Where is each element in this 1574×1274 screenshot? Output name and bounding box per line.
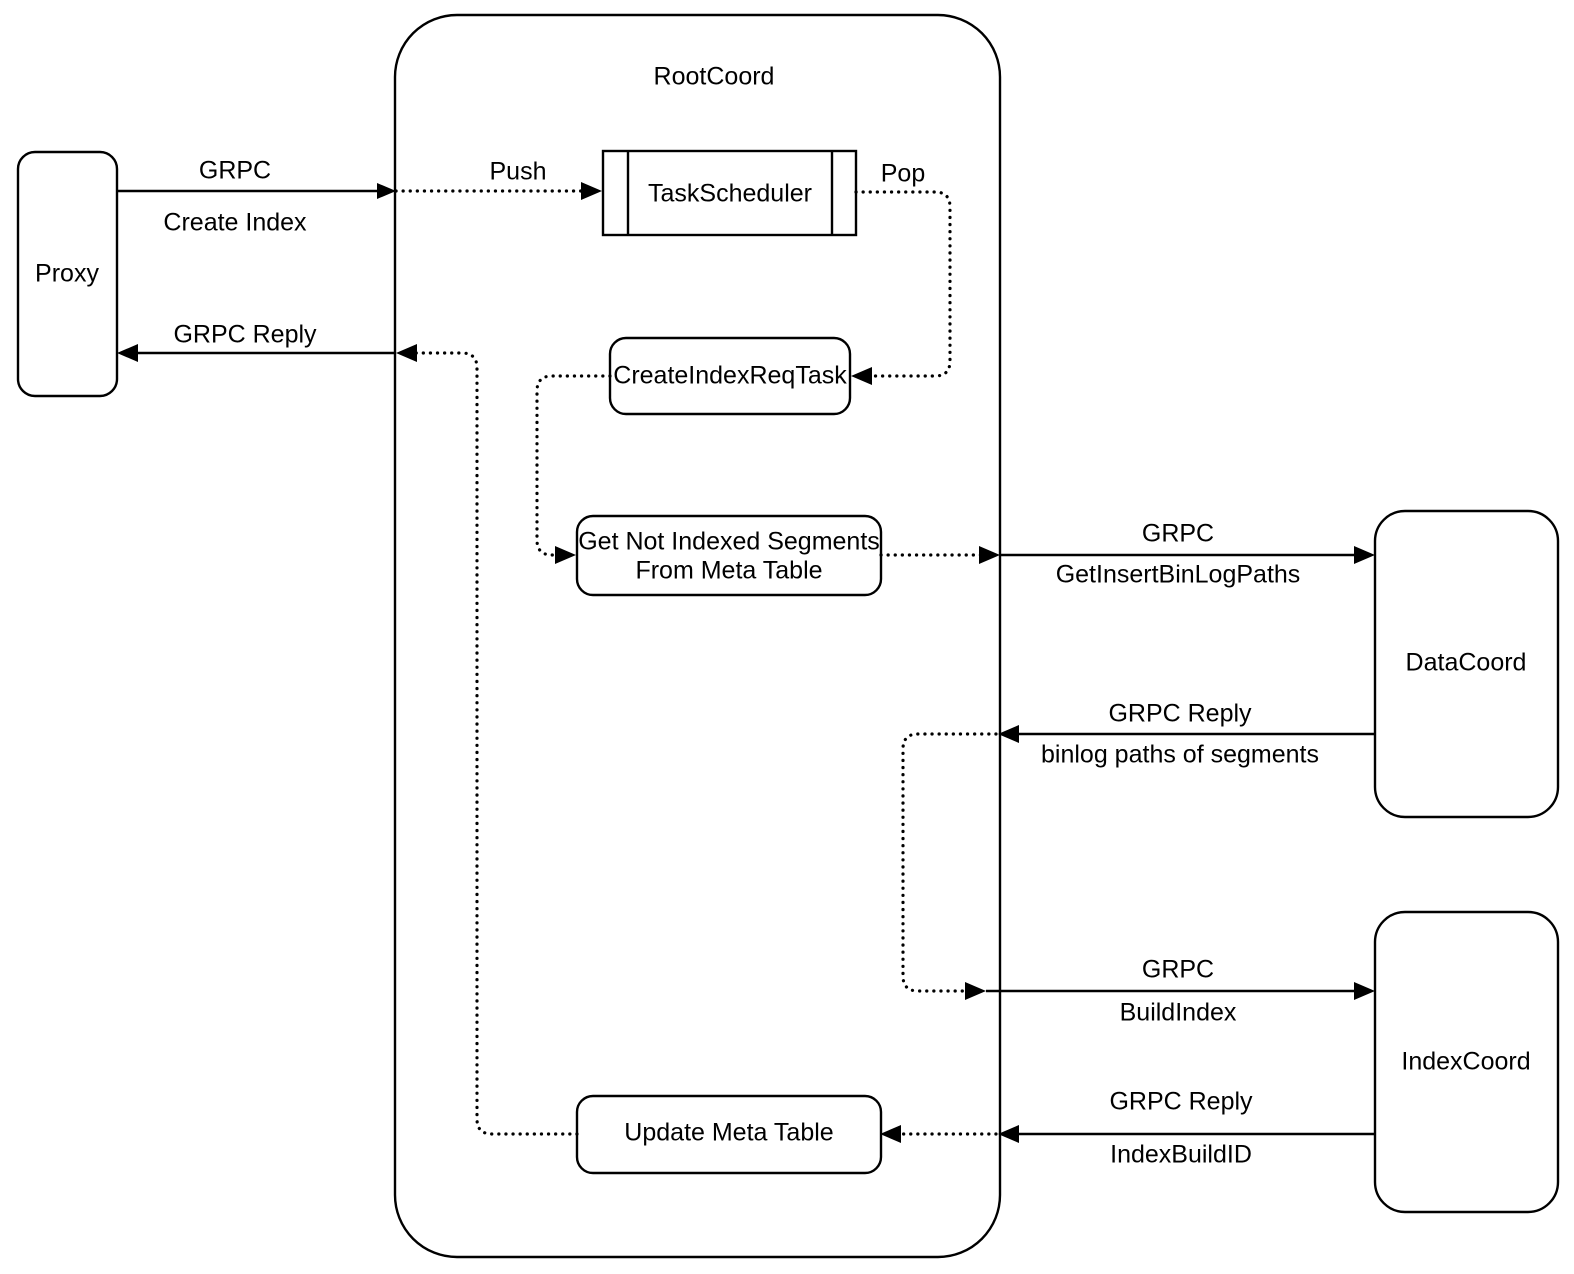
edge-pop-label: Pop bbox=[881, 160, 925, 188]
node-proxy[interactable]: Proxy bbox=[16, 150, 119, 398]
create-index-req-task-label: CreateIndexReqTask bbox=[613, 362, 847, 390]
task-scheduler-label: TaskScheduler bbox=[648, 180, 812, 208]
edge-task-to-get-segments-line bbox=[535, 374, 612, 557]
edge-indexcoord-to-rootcoord: GRPC Reply IndexBuildID bbox=[998, 1088, 1375, 1169]
rootcoord-container-shape bbox=[393, 13, 1002, 1259]
edge-rootcoord-to-proxy-label: GRPC Reply bbox=[173, 321, 317, 349]
node-update-meta-table[interactable]: Update Meta Table bbox=[575, 1094, 883, 1175]
index-coord-box[interactable] bbox=[1373, 910, 1560, 1214]
edge-pop-arrowhead bbox=[851, 367, 872, 385]
edge-datacoord-to-rootcoord: GRPC Reply binlog paths of segments bbox=[998, 700, 1375, 769]
edge-rootcoord-to-indexcoord-label-line1: GRPC bbox=[1142, 956, 1214, 984]
edge-rootcoord-to-datacoord: GRPC GetInsertBinLogPaths bbox=[1000, 520, 1375, 589]
edge-update-meta-table-to-reply-arrowhead bbox=[396, 344, 417, 362]
node-data-coord[interactable]: DataCoord bbox=[1373, 509, 1560, 819]
edge-update-meta-table-to-reply-line bbox=[412, 351, 579, 1136]
edge-proxy-to-rootcoord: GRPC Create Index bbox=[117, 157, 396, 237]
proxy-label: Proxy bbox=[35, 260, 99, 288]
edge-push-arrowhead bbox=[581, 182, 602, 200]
edge-pop-line bbox=[854, 190, 952, 378]
edge-rootcoord-to-datacoord-label-line1: GRPC bbox=[1142, 520, 1214, 548]
edge-indexcoord-to-rootcoord-label-line1: GRPC Reply bbox=[1109, 1088, 1253, 1116]
edge-get-segments-to-wall bbox=[879, 546, 1000, 564]
edge-push-label: Push bbox=[490, 158, 547, 186]
node-task-scheduler[interactable]: TaskScheduler bbox=[601, 149, 858, 237]
node-create-index-req-task[interactable]: CreateIndexReqTask bbox=[608, 336, 852, 416]
edge-proxy-to-rootcoord-label-line2: Create Index bbox=[163, 209, 307, 237]
edge-pop: Pop bbox=[851, 160, 952, 385]
edge-get-segments-to-wall-arrowhead bbox=[979, 546, 1000, 564]
edge-rootcoord-to-datacoord-label-line2: GetInsertBinLogPaths bbox=[1056, 561, 1301, 589]
edge-binlog-to-buildindex bbox=[901, 732, 998, 1000]
get-not-indexed-segments-label-line2: From Meta Table bbox=[635, 557, 822, 585]
task-scheduler-box[interactable] bbox=[601, 149, 858, 237]
edge-wall-to-update-meta-table-arrowhead bbox=[880, 1125, 901, 1143]
edge-push: Push bbox=[394, 158, 602, 200]
proxy-box[interactable] bbox=[16, 150, 119, 398]
node-get-not-indexed-segments[interactable]: Get Not Indexed Segments From Meta Table bbox=[575, 514, 883, 597]
get-not-indexed-segments-label-line1: Get Not Indexed Segments bbox=[578, 528, 880, 556]
edge-indexcoord-to-rootcoord-arrowhead bbox=[998, 1125, 1019, 1143]
edge-binlog-to-buildindex-line bbox=[901, 732, 998, 993]
edge-rootcoord-to-datacoord-arrowhead bbox=[1354, 546, 1375, 564]
edge-proxy-to-rootcoord-arrowhead bbox=[377, 183, 396, 199]
edge-task-to-get-segments-arrowhead bbox=[555, 546, 576, 564]
node-index-coord[interactable]: IndexCoord bbox=[1373, 910, 1560, 1214]
edge-binlog-to-buildindex-arrowhead bbox=[965, 982, 986, 1000]
update-meta-table-label: Update Meta Table bbox=[624, 1119, 833, 1147]
index-coord-label: IndexCoord bbox=[1401, 1048, 1530, 1076]
edge-rootcoord-to-proxy: GRPC Reply bbox=[117, 321, 396, 362]
rootcoord-label: RootCoord bbox=[654, 63, 775, 91]
edge-update-meta-table-to-reply bbox=[396, 344, 579, 1136]
edge-wall-to-update-meta-table bbox=[880, 1125, 998, 1143]
edge-rootcoord-to-indexcoord: GRPC BuildIndex bbox=[986, 956, 1375, 1027]
edge-proxy-to-rootcoord-label-line1: GRPC bbox=[199, 157, 271, 185]
edge-rootcoord-to-indexcoord-arrowhead bbox=[1354, 982, 1375, 1000]
edge-datacoord-to-rootcoord-arrowhead bbox=[998, 725, 1019, 743]
edge-datacoord-to-rootcoord-label-line2: binlog paths of segments bbox=[1041, 741, 1319, 769]
edge-indexcoord-to-rootcoord-label-line2: IndexBuildID bbox=[1110, 1141, 1252, 1169]
rootcoord-container: RootCoord bbox=[393, 13, 1002, 1259]
edge-rootcoord-to-proxy-arrowhead bbox=[117, 344, 138, 362]
data-coord-label: DataCoord bbox=[1406, 649, 1527, 677]
edge-rootcoord-to-indexcoord-label-line2: BuildIndex bbox=[1120, 999, 1237, 1027]
data-coord-box[interactable] bbox=[1373, 509, 1560, 819]
edge-task-to-get-segments bbox=[535, 374, 612, 564]
edge-datacoord-to-rootcoord-label-line1: GRPC Reply bbox=[1108, 700, 1252, 728]
